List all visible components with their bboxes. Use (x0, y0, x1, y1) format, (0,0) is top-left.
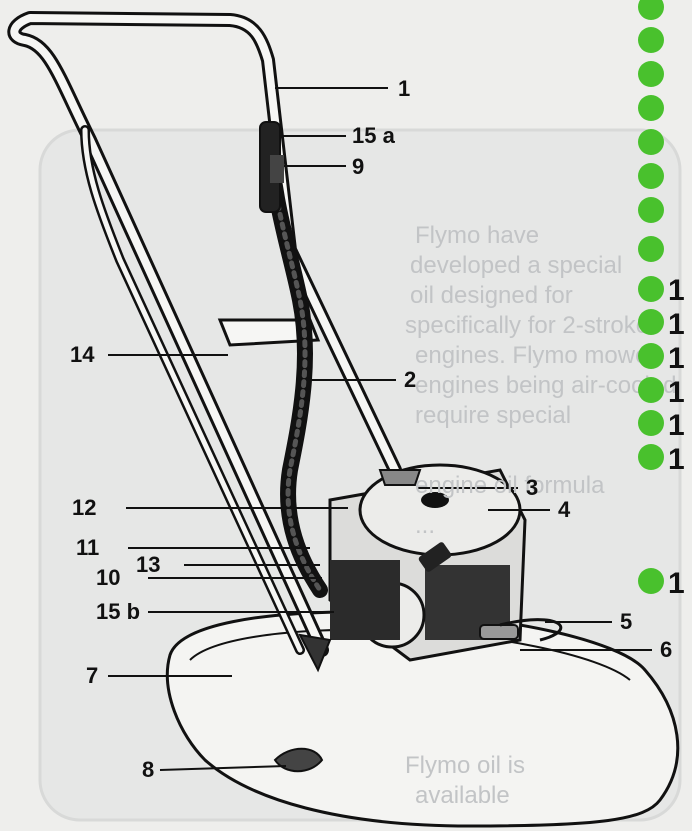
throttle-cable-highlight (267, 132, 323, 593)
side-number: 1 (668, 342, 685, 375)
callout-7: 7 (86, 663, 99, 688)
ghost-line: ... (415, 512, 436, 539)
side-number: 1 (668, 409, 685, 442)
callout-4: 4 (558, 497, 571, 522)
pull-handle (418, 542, 452, 572)
side-number: 1 (668, 567, 685, 600)
green-bullet (638, 163, 664, 189)
callout-1: 1 (398, 76, 411, 101)
ghost-line: available (415, 782, 510, 809)
engine-shroud (330, 560, 400, 640)
fuel-cap-3 (378, 469, 422, 486)
green-bullet (638, 129, 664, 155)
green-bullet (638, 309, 664, 335)
callout-11: 11 (76, 535, 100, 560)
deck-vent (273, 747, 324, 773)
ghost-line: engines. Flymo mower (415, 342, 657, 369)
callout-5: 5 (620, 609, 633, 634)
exhaust-pipe (499, 618, 563, 642)
callout-3: 3 (526, 475, 539, 500)
leader-8 (159, 765, 287, 771)
callout-14: 14 (70, 342, 95, 367)
callout-13: 13 (136, 552, 161, 577)
green-bullet (638, 0, 664, 20)
spark-plug (479, 624, 519, 640)
ghost-line: engines being air-cooled (415, 372, 677, 399)
handle-rail-fill (82, 127, 303, 653)
handle-outer-fill (10, 14, 399, 654)
engine-cap (421, 492, 449, 508)
callout-12: 12 (72, 495, 97, 520)
side-number: 1 (668, 443, 685, 476)
side-number: 1 (668, 376, 685, 409)
ghost-line: require special (415, 402, 572, 429)
green-bullet (638, 444, 664, 470)
handle-foot (298, 633, 332, 673)
green-bullet (638, 343, 664, 369)
green-bullet (638, 236, 664, 262)
ghost-line: engine oil formula (415, 472, 605, 499)
green-bullet (638, 61, 664, 87)
green-bullet (638, 197, 664, 223)
callout-2: 2 (404, 367, 417, 392)
green-bullet (638, 27, 664, 53)
callout-6: 6 (660, 637, 673, 662)
green-bullet (638, 377, 664, 403)
side-number: 1 (668, 308, 685, 341)
green-bullet (638, 276, 664, 302)
callout-15a: 15 a (352, 123, 395, 148)
green-bullet (638, 95, 664, 121)
green-bullet (638, 568, 664, 594)
ghost-line: Flymo oil is (405, 752, 526, 779)
green-bullet (638, 410, 664, 436)
callout-8: 8 (142, 757, 155, 782)
callout-9: 9 (352, 154, 365, 179)
handle-crossbar (217, 318, 321, 347)
side-number: 1 (668, 274, 685, 307)
leader-lines (108, 87, 652, 771)
callout-10: 10 (96, 565, 121, 590)
throttle-lever (270, 155, 284, 183)
ghost-line: Flymo have (415, 222, 540, 249)
ghost-line: specifically for 2-stroke (405, 312, 650, 339)
callout-15b: 15 b (96, 599, 141, 624)
ghost-line: oil designed for (410, 282, 573, 309)
ghost-line: developed a special (410, 252, 623, 279)
